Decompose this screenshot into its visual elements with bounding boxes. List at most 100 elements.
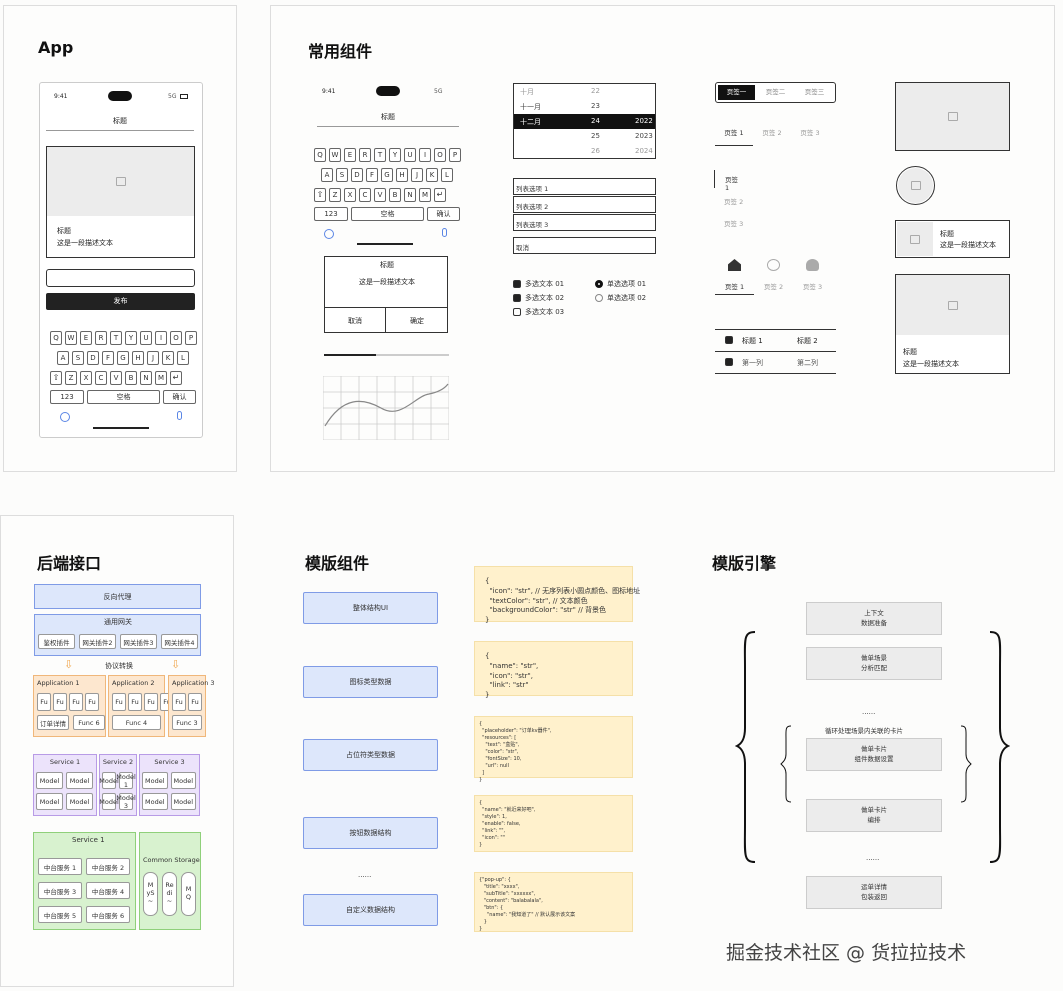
key-v[interactable]: V — [374, 188, 386, 202]
dialog-cancel-button[interactable]: 取消 — [348, 317, 362, 325]
key-v[interactable]: V — [110, 371, 122, 385]
icon-tab[interactable]: 页签 1 — [715, 257, 754, 295]
key-d[interactable]: D — [87, 351, 99, 365]
key-z[interactable]: Z — [65, 371, 77, 385]
key-t[interactable]: T — [110, 331, 122, 345]
key-x[interactable]: X — [80, 371, 92, 385]
key-r[interactable]: R — [95, 331, 107, 345]
template-item[interactable]: 自定义数据结构 — [303, 894, 438, 926]
tab[interactable]: 页签 3 — [800, 129, 820, 137]
radio-circle[interactable] — [595, 294, 603, 302]
key-b[interactable]: B — [125, 371, 137, 385]
key-k[interactable]: K — [162, 351, 174, 365]
vertical-tab[interactable]: 页签 1 — [714, 170, 754, 192]
tab[interactable]: 页签 1 — [715, 127, 753, 146]
radio-item[interactable]: 单选选项 02 — [595, 293, 646, 303]
key-j[interactable]: J — [411, 168, 423, 182]
list-cancel-button[interactable]: 取消 — [513, 237, 656, 254]
key-n[interactable]: N — [140, 371, 152, 385]
backspace-key[interactable]: ↵ — [170, 371, 182, 385]
checkbox-item[interactable]: 多选文本 03 — [513, 307, 564, 317]
shift-key[interactable]: ⇧ — [314, 188, 326, 202]
table-checkbox-row[interactable] — [725, 358, 733, 366]
key-g[interactable]: G — [117, 351, 129, 365]
key-c[interactable]: C — [95, 371, 107, 385]
microphone-icon[interactable] — [442, 228, 447, 237]
vertical-tab[interactable]: 页签 2 — [724, 198, 744, 206]
tab[interactable]: 页签 2 — [762, 129, 782, 137]
key-h[interactable]: H — [396, 168, 408, 182]
checkbox-box[interactable] — [513, 280, 521, 288]
publish-button[interactable]: 发布 — [46, 293, 195, 310]
space-key-2[interactable]: 空格 — [351, 207, 424, 221]
checkbox-box[interactable] — [513, 308, 521, 316]
key-w[interactable]: W — [329, 148, 341, 162]
key-b[interactable]: B — [389, 188, 401, 202]
key-n[interactable]: N — [404, 188, 416, 202]
space-key[interactable]: 空格 — [87, 390, 160, 404]
list-item[interactable]: 列表选项 3 — [513, 214, 656, 231]
key-d[interactable]: D — [351, 168, 363, 182]
key-g[interactable]: G — [381, 168, 393, 182]
key-i[interactable]: I — [155, 331, 167, 345]
key-e[interactable]: E — [344, 148, 356, 162]
table-checkbox-header[interactable] — [725, 336, 733, 344]
key-m[interactable]: M — [419, 188, 431, 202]
checkbox-item[interactable]: 多选文本 02 — [513, 293, 564, 303]
key-r[interactable]: R — [359, 148, 371, 162]
checkbox-item[interactable]: 多选文本 01 — [513, 279, 564, 289]
key-s[interactable]: S — [72, 351, 84, 365]
dialog-ok-button[interactable]: 确定 — [410, 317, 424, 325]
template-item[interactable]: 整体结构UI — [303, 592, 438, 624]
emoji-icon[interactable] — [60, 412, 70, 422]
key-a[interactable]: A — [57, 351, 69, 365]
key-y[interactable]: Y — [125, 331, 137, 345]
key-l[interactable]: L — [177, 351, 189, 365]
list-item[interactable]: 列表选项 1 — [513, 178, 656, 195]
key-o[interactable]: O — [170, 331, 182, 345]
key-o[interactable]: O — [434, 148, 446, 162]
key-p[interactable]: P — [449, 148, 461, 162]
radio-circle[interactable] — [595, 280, 603, 288]
segment-tab[interactable]: 页签一 — [718, 85, 755, 100]
confirm-key-2[interactable]: 确认 — [427, 207, 460, 221]
key-e[interactable]: E — [80, 331, 92, 345]
key-w[interactable]: W — [65, 331, 77, 345]
microphone-icon[interactable] — [177, 411, 182, 420]
icon-tab[interactable]: 页签 2 — [754, 257, 793, 295]
key-h[interactable]: H — [132, 351, 144, 365]
key-y[interactable]: Y — [389, 148, 401, 162]
icon-tab[interactable]: 页签 3 — [793, 257, 832, 295]
key-i[interactable]: I — [419, 148, 431, 162]
key-u[interactable]: U — [404, 148, 416, 162]
key-x[interactable]: X — [344, 188, 356, 202]
checkbox-box[interactable] — [513, 294, 521, 302]
key-t[interactable]: T — [374, 148, 386, 162]
segment-tab[interactable]: 页签二 — [765, 88, 786, 96]
key-a[interactable]: A — [321, 168, 333, 182]
key-f[interactable]: F — [366, 168, 378, 182]
key-j[interactable]: J — [147, 351, 159, 365]
segment-tab[interactable]: 页签三 — [804, 88, 825, 96]
key-q[interactable]: Q — [314, 148, 326, 162]
key-c[interactable]: C — [359, 188, 371, 202]
key-m[interactable]: M — [155, 371, 167, 385]
key-f[interactable]: F — [102, 351, 114, 365]
num-key-2[interactable]: 123 — [314, 207, 348, 221]
num-key[interactable]: 123 — [50, 390, 84, 404]
key-k[interactable]: K — [426, 168, 438, 182]
key-l[interactable]: L — [441, 168, 453, 182]
radio-item[interactable]: 单选选项 01 — [595, 279, 646, 289]
template-item[interactable]: 图标类型数据 — [303, 666, 438, 698]
key-z[interactable]: Z — [329, 188, 341, 202]
vertical-tab[interactable]: 页签 3 — [724, 220, 744, 228]
template-item[interactable]: 按钮数据结构 — [303, 817, 438, 849]
key-p[interactable]: P — [185, 331, 197, 345]
backspace-key[interactable]: ↵ — [434, 188, 446, 202]
